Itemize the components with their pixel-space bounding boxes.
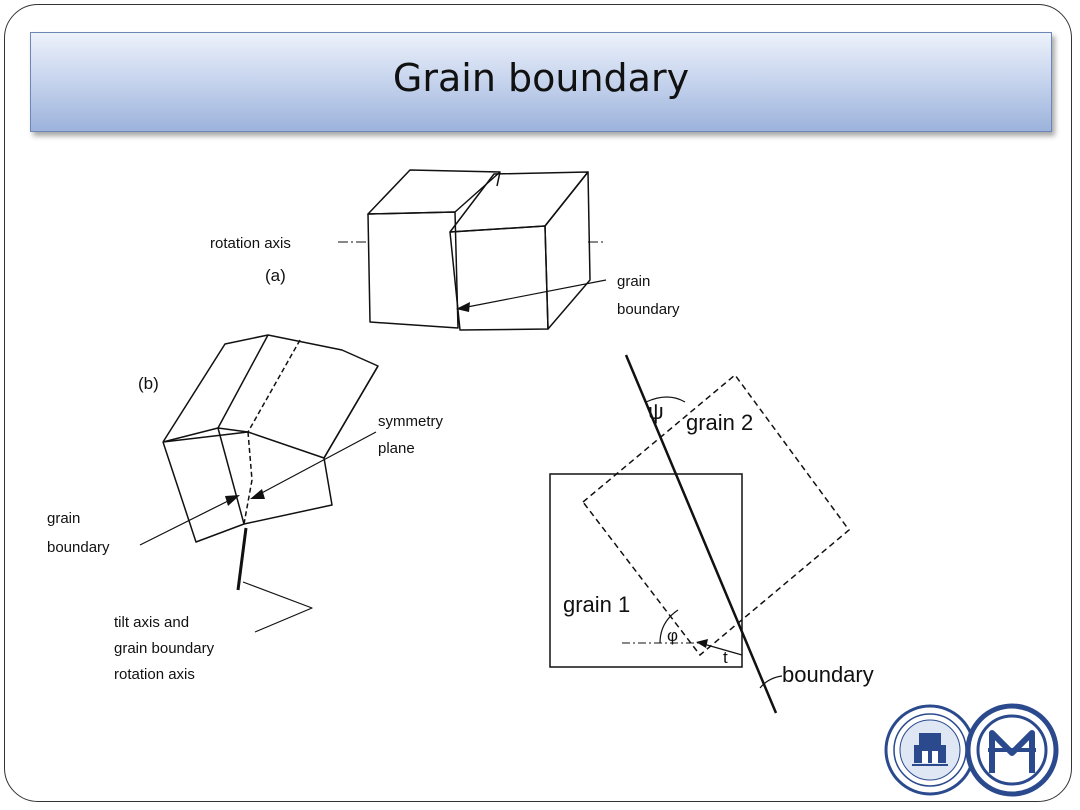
phi-arc [659, 609, 679, 644]
figure-a-panel-label: (a) [265, 266, 286, 285]
figure-a-right-block-side [544, 171, 591, 330]
logos [884, 703, 1059, 797]
boundary-leader [759, 675, 783, 689]
figure-b-tilt-axis [236, 527, 248, 591]
boundary-line [624, 354, 778, 714]
figure-a-left-block-front [367, 211, 459, 329]
figure-b-panel-label: (b) [138, 374, 159, 393]
t-symbol: t [723, 648, 728, 667]
figure-b [139, 334, 379, 633]
figure-c [549, 354, 851, 714]
t-vector-head [696, 639, 708, 648]
title-bar: Grain boundary [30, 32, 1052, 132]
grain-1-square [549, 473, 743, 668]
university-seal-logo [884, 704, 976, 796]
figure-a-right-block-front [449, 225, 549, 331]
figure-b-tilt-axis-pointer [242, 581, 313, 633]
figure-b-top-face [162, 334, 379, 459]
figure-a-boundary-label: boundary [617, 301, 680, 318]
psi-arc [645, 396, 686, 403]
slide-frame [4, 4, 1072, 802]
figure-b-tilt-axis-label-1: tilt axis and [114, 614, 189, 631]
figure-b-symmetry-label: symmetry [378, 413, 443, 430]
figure-a [338, 169, 607, 331]
figure-b-hidden-edge [243, 431, 253, 525]
figure-b-symmetry-arrow-head [250, 489, 265, 499]
boundary-label: boundary [782, 662, 874, 687]
figure-b-grain-label: grain [47, 510, 80, 527]
figure-b-symmetry-arrow [255, 431, 377, 497]
figure-a-boundary-arrow [461, 279, 607, 309]
monogram-logo [965, 703, 1059, 797]
grain-2-label: grain 2 [686, 410, 753, 435]
grain-2-dashed-square [581, 373, 851, 657]
figure-b-boundary-label: boundary [47, 539, 110, 556]
figure-b-plane-label: plane [378, 440, 415, 457]
figure-a-arrow-head [456, 302, 470, 312]
figure-b-front-face-left [162, 427, 245, 543]
figure-a-right-block-top [449, 171, 589, 233]
slide-title: Grain boundary [392, 56, 690, 100]
t-vector [699, 642, 743, 656]
figure-b-front-face-right [243, 365, 379, 525]
figure-b-boundary-arrow [139, 497, 235, 546]
figure-a-grain-label: grain [617, 273, 650, 290]
grain-1-label: grain 1 [563, 592, 630, 617]
figure-a-rotation-axis-label: rotation axis [210, 235, 291, 252]
figure-b-tilt-axis-label-2: grain boundary [114, 640, 215, 657]
figure-b-top-ridge-dashed [247, 339, 301, 433]
phi-symbol: φ [667, 626, 678, 645]
psi-symbol: ψ [648, 399, 664, 424]
figure-b-tilt-axis-label-3: rotation axis [114, 666, 195, 683]
figure-b-top-ridge [217, 334, 269, 429]
figure-b-boundary-arrow-head [225, 495, 240, 506]
figure-b-front-edge [217, 427, 249, 433]
